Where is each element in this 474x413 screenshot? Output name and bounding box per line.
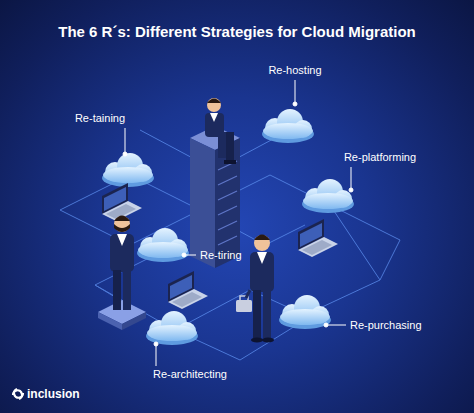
grid-lines xyxy=(60,130,400,360)
standing-man-right xyxy=(236,235,274,343)
strategy-label: Re-hosting xyxy=(268,64,321,76)
strategy-label: Re-purchasing xyxy=(350,319,422,331)
logo-icon xyxy=(13,389,23,399)
leader-lines xyxy=(123,80,353,366)
standing-man-left xyxy=(98,216,146,331)
strategy-label: Re-tiring xyxy=(200,249,242,261)
sitting-man xyxy=(205,98,236,164)
title: The 6 R´s: Different Strategies for Clou… xyxy=(0,23,474,40)
strategy-label: Re-taining xyxy=(75,112,125,124)
server-tower xyxy=(190,126,240,268)
strategy-label: Re-platforming xyxy=(344,151,416,163)
logo-text: inclusion xyxy=(27,387,80,401)
strategy-label: Re-architecting xyxy=(153,368,227,380)
